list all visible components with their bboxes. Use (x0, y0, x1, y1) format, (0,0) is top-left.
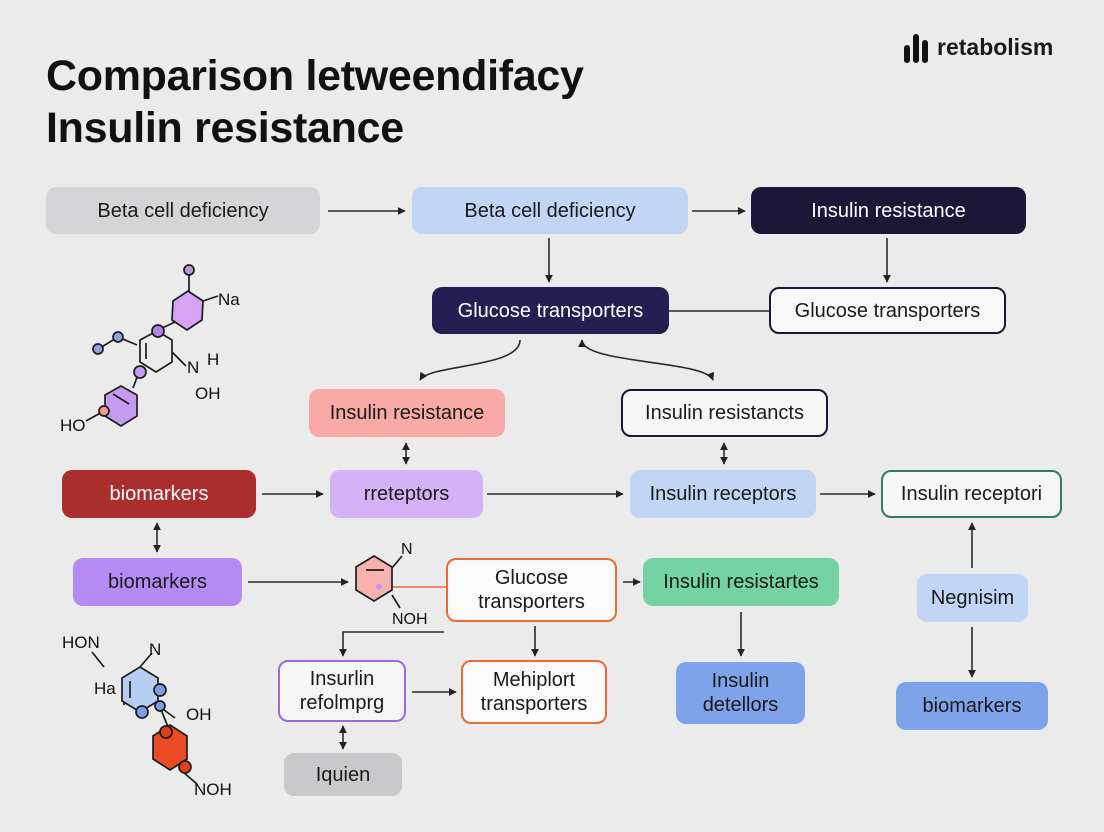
diagram-title: Comparison letweendifacy Insulin resista… (46, 50, 806, 154)
curve-glucose-to-insulin-resistance (419, 339, 521, 381)
molecule-top-label-oh: OH (195, 384, 221, 403)
molecule-middle-label-n: N (401, 541, 413, 558)
node-glucose-transporters-outline[interactable]: Glucose transporters (769, 287, 1006, 334)
molecule-bottom-illustration (91, 651, 198, 785)
molecule-middle-illustration (355, 555, 403, 609)
molecule-bottom-label-ha: Ha (94, 679, 116, 698)
node-biomarkers-red[interactable]: biomarkers (62, 470, 256, 518)
molecule-middle-label-noh: NOH (392, 611, 428, 628)
node-glucose-transporters-dark[interactable]: Glucose transporters (432, 287, 669, 334)
bar-chart-logo-icon (904, 34, 928, 63)
node-beta-cell-deficiency-gray[interactable]: Beta cell deficiency (46, 187, 320, 234)
node-insulin-resistance-pink[interactable]: Insulin resistance (309, 389, 505, 437)
molecule-top-label-ho: HO (60, 416, 86, 435)
node-insulin-detellors[interactable]: Insulin detellors (676, 662, 805, 724)
node-insulin-resistance-dark[interactable]: Insulin resistance (751, 187, 1026, 234)
molecule-bottom-label-oh: OH (186, 705, 212, 724)
molecule-bottom-label-n: N (149, 640, 161, 659)
molecule-top-label-na: Na (218, 290, 240, 309)
node-insulin-resistartes[interactable]: Insulin resistartes (643, 558, 839, 606)
brand-logo: retabolism (903, 30, 1053, 64)
node-negnisim[interactable]: Negnisim (917, 574, 1028, 622)
elbow-to-insurlin (339, 631, 444, 657)
molecule-top-illustration (85, 264, 219, 428)
brand-name: retabolism (937, 33, 1054, 60)
diagram-title-line-1: Comparison letweendifacy (46, 52, 584, 100)
node-beta-cell-deficiency-blue[interactable]: Beta cell deficiency (412, 187, 688, 234)
molecule-top-label-h: H (207, 350, 219, 369)
molecule-top-label-n: N (187, 358, 199, 377)
node-biomarkers-purple[interactable]: biomarkers (73, 558, 242, 606)
node-biomarkers-blue[interactable]: biomarkers (896, 682, 1048, 730)
node-rreteptors[interactable]: rreteptors (330, 470, 483, 518)
node-mehiplort-transporters[interactable]: Mehiplort transporters (461, 660, 607, 724)
node-insulin-resistancts[interactable]: Insulin resistancts (621, 389, 828, 437)
node-iquien[interactable]: Iquien (284, 753, 402, 796)
diagram-title-line-2: Insulin resistance (46, 104, 404, 152)
node-insulin-receptori[interactable]: Insulin receptori (881, 470, 1062, 518)
node-insulin-receptors-blue[interactable]: Insulin receptors (630, 470, 816, 518)
node-glucose-transporters-orange[interactable]: Glucose transporters (446, 558, 617, 622)
curve-bidirectional-resistancts (578, 339, 714, 381)
molecule-bottom-label-hon: HON (62, 633, 100, 652)
molecule-bottom-label-noh: NOH (194, 780, 232, 799)
connectors (153, 207, 976, 750)
node-insurlin-refolmprg[interactable]: Insurlin refolmprg (278, 660, 406, 722)
